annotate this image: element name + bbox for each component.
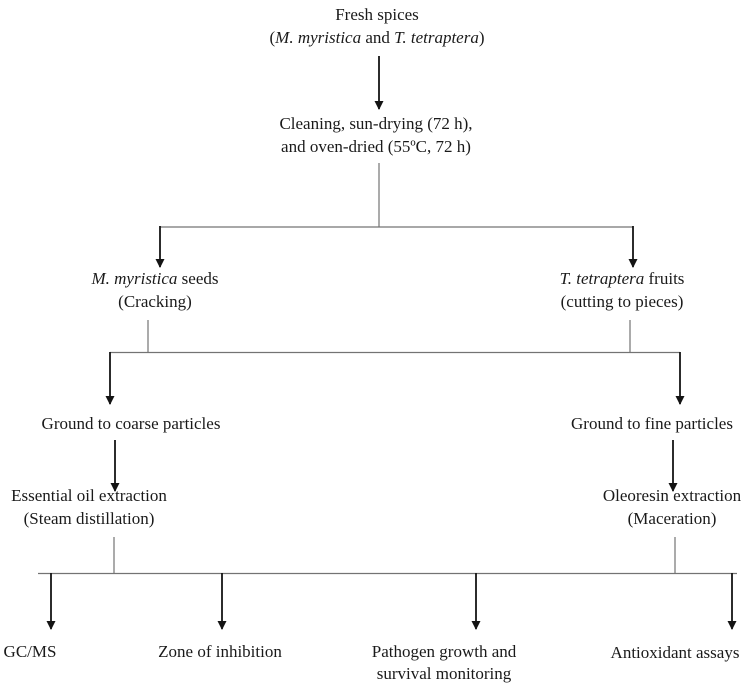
node-tetraptera-fruits: T. tetraptera fruits(cutting to pieces) bbox=[559, 269, 685, 311]
node-antioxidant-assays: Antioxidant assays bbox=[610, 643, 740, 662]
node-gcms: GC/MS bbox=[3, 642, 57, 661]
node-cleaning-drying: Cleaning, sun-drying (72 h),and oven-dri… bbox=[279, 114, 473, 156]
node-essential-oil-extraction: Essential oil extraction(Steam distillat… bbox=[11, 486, 167, 528]
node-fresh-spices: Fresh spices(M. myristica and T. tetrapt… bbox=[269, 5, 485, 47]
node-zone-inhibition: Zone of inhibition bbox=[158, 642, 282, 661]
node-ground-coarse: Ground to coarse particles bbox=[41, 414, 221, 433]
node-oleoresin-extraction: Oleoresin extraction(Maceration) bbox=[602, 486, 742, 528]
node-myristica-seeds: M. myristica seeds(Cracking) bbox=[91, 269, 219, 311]
node-ground-fine: Ground to fine particles bbox=[571, 414, 733, 433]
